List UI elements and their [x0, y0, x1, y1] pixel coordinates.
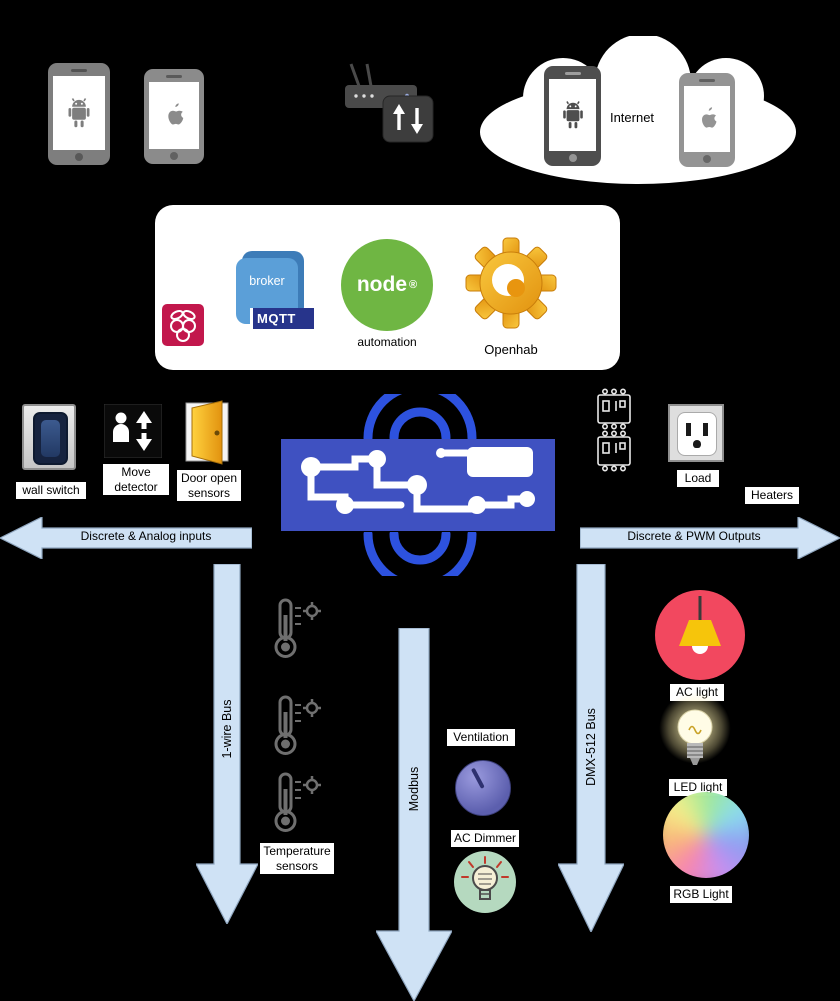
ac-dimmer-bulb-icon	[454, 851, 516, 913]
phone-home-button	[75, 153, 83, 161]
ac-dimmer-label: AC Dimmer	[451, 830, 519, 847]
wifi-signal-bottom-icon	[363, 532, 477, 576]
automation-label: automation	[357, 335, 417, 349]
registered-mark: ®	[409, 279, 418, 291]
phone-screen	[53, 76, 105, 150]
openhab-label: Openhab	[484, 342, 538, 357]
dmx-512-bus-label: DMX-512 Bus	[584, 708, 598, 786]
router-and-switch-icon	[345, 63, 434, 143]
phone-home-button	[703, 155, 711, 163]
led-light-icon	[659, 692, 731, 778]
phone-home-button	[568, 154, 577, 162]
phone-screen	[684, 86, 730, 152]
broker-label: broker	[249, 274, 285, 288]
rgb-light-icon	[663, 792, 749, 878]
move-detector-icon	[104, 404, 162, 458]
node-icon: node®	[341, 239, 433, 331]
dial-pointer	[470, 767, 485, 789]
din-relay-icon	[597, 430, 631, 472]
raspberry-pi-icon	[162, 304, 204, 346]
node-label: node	[356, 273, 408, 296]
wall-switch-label: wall switch	[16, 482, 86, 499]
power-outlet-icon	[668, 404, 724, 462]
phone-home-button	[170, 152, 178, 160]
one-wire-bus-label: 1-wire Bus	[220, 699, 234, 759]
ac-light-icon	[655, 590, 745, 680]
wall-switch-icon	[22, 404, 76, 470]
phone-speaker	[564, 72, 581, 75]
move-detector-label: Move detector	[103, 464, 169, 496]
switch-rocker	[33, 412, 68, 465]
android-icon	[68, 98, 90, 128]
discrete-analog-inputs-label: Discrete & Analog inputs	[80, 529, 212, 543]
apple-icon	[168, 102, 184, 124]
thermometer-icon	[274, 598, 321, 658]
discrete-pwm-outputs-arrow	[580, 517, 840, 559]
wifi-signal-top-icon	[363, 394, 477, 440]
iphone	[144, 69, 204, 164]
internet-label: Internet	[609, 110, 655, 125]
openhab-gear-icon	[465, 237, 557, 329]
phone-speaker	[166, 75, 182, 78]
heaters-label: Heaters	[745, 487, 799, 504]
mqtt-banner: MQTT	[250, 308, 314, 329]
outlet-plate	[677, 412, 717, 456]
load-label: Load	[677, 470, 719, 487]
modbus-arrow	[376, 628, 452, 1001]
ventilation-dial-icon	[455, 760, 511, 816]
apple-icon	[701, 106, 716, 128]
phone-speaker	[699, 79, 715, 82]
one-wire-bus-arrow	[196, 564, 258, 924]
phone-screen	[549, 79, 596, 151]
thermometer-icon	[274, 772, 321, 832]
discrete-pwm-outputs-label: Discrete & PWM Outputs	[627, 529, 761, 543]
din-relay-icon	[597, 388, 631, 430]
android-phone	[48, 63, 110, 165]
dmx-512-bus-arrow	[558, 564, 624, 932]
discrete-analog-inputs-arrow	[0, 517, 252, 559]
controller-pcb	[281, 439, 555, 531]
ventilation-label: Ventilation	[447, 729, 515, 746]
thermometer-icon	[274, 695, 321, 755]
modbus-label: Modbus	[407, 766, 421, 812]
door-open-sensors-label: Door open sensors	[177, 470, 241, 502]
mqtt-label: MQTT	[257, 311, 296, 326]
rgb-light-label: RGB Light	[670, 886, 732, 903]
temperature-sensors-label: Temperature sensors	[260, 843, 334, 875]
phone-screen	[149, 82, 199, 149]
iphone-cloud	[679, 73, 735, 167]
door-open-icon	[185, 400, 229, 465]
android-icon	[562, 101, 583, 129]
phone-speaker	[71, 69, 87, 72]
android-phone-cloud	[544, 66, 601, 166]
